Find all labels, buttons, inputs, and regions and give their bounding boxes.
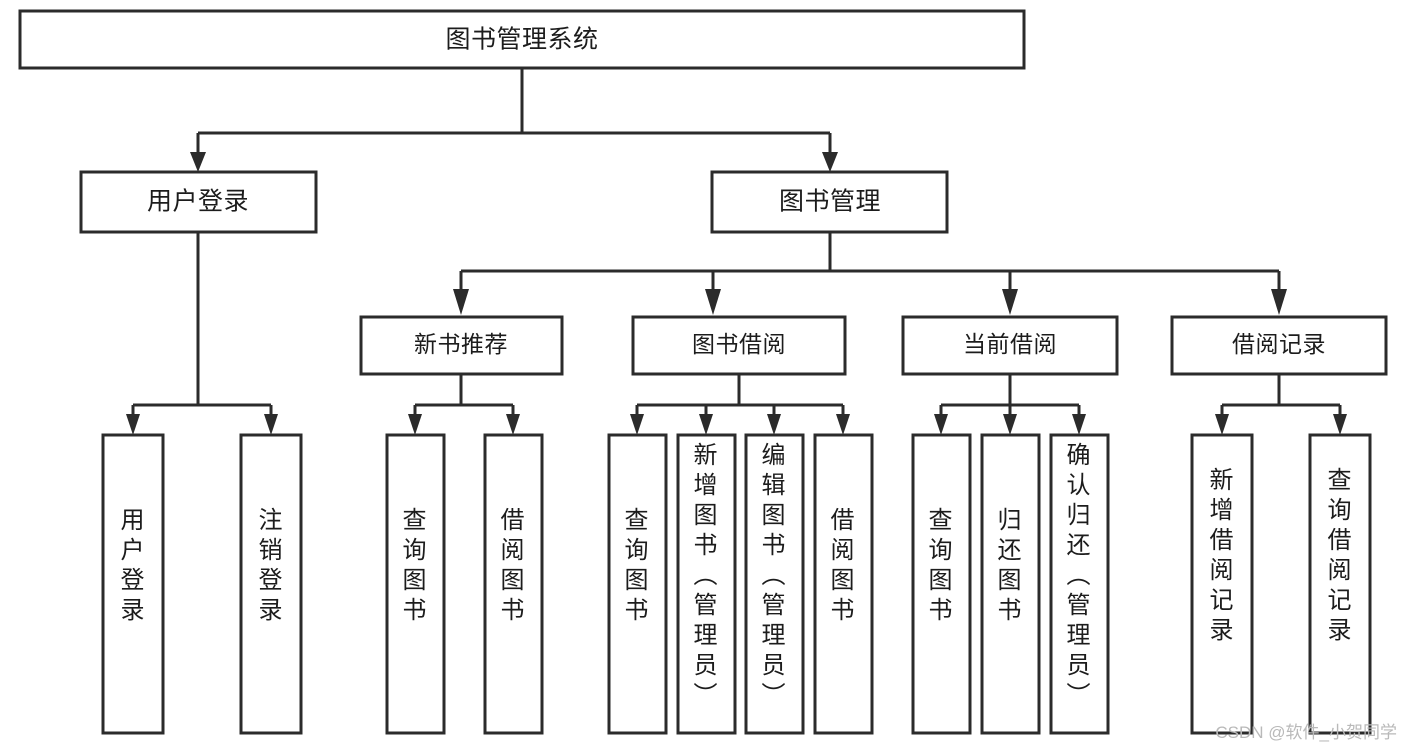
node-book-manage-label: 图书管理: [779, 188, 881, 216]
leaf-bb-borrow-book[interactable]: 借阅图书: [813, 433, 874, 735]
leaf-nb-query-book-label: 查询图书: [403, 507, 428, 624]
leaf-br-query-record-box: [1308, 433, 1372, 735]
edges-current-borrow-to-leaves: [934, 374, 1086, 435]
leaf-cb-return-book-label: 归还图书: [998, 507, 1023, 624]
leaf-bb-borrow-book-box: [813, 433, 874, 735]
leaf-bb-add-book[interactable]: 新增图书︵管理员︶: [676, 433, 737, 735]
arrowhead-book-manage: [822, 152, 838, 172]
node-borrow-record-box: [1170, 315, 1388, 376]
leaf-br-query-record[interactable]: 查询借阅记录: [1308, 433, 1372, 735]
leaf-cb-query-book[interactable]: 查询图书: [911, 433, 972, 735]
edges-book-borrow-to-leaves: [630, 374, 850, 435]
leaf-nb-query-book-box: [385, 433, 446, 735]
node-user-login[interactable]: 用户登录: [79, 170, 318, 234]
arrowhead-nb-leaf-2: [506, 414, 520, 435]
node-borrow-record[interactable]: 借阅记录: [1170, 315, 1388, 376]
node-book-borrow-label: 图书借阅: [692, 331, 786, 357]
node-user-login-label: 用户登录: [147, 188, 249, 216]
leaf-nb-borrow-book-label: 借阅图书: [501, 507, 526, 624]
arrowhead-cb-leaf-2: [1003, 414, 1017, 435]
leaf-bb-query-book[interactable]: 查询图书: [607, 433, 668, 735]
leaf-user-login-label: 用户登录: [121, 507, 146, 624]
edges-book-manage-to-level3: [453, 232, 1287, 315]
node-book-manage-box: [710, 170, 949, 234]
node-book-borrow-box: [631, 315, 847, 376]
arrowhead-br-leaf-2: [1333, 414, 1347, 435]
leaf-bb-edit-book[interactable]: 编辑图书︵管理员︶: [744, 433, 805, 735]
arrowhead-current-borrow: [1002, 289, 1018, 315]
arrowhead-bb-leaf-3: [767, 414, 781, 435]
leaf-bb-edit-book-box: [744, 433, 805, 735]
leaf-logout-label: 注销登录: [259, 507, 284, 624]
node-root-label: 图书管理系统: [445, 26, 598, 54]
leaf-bb-add-book-label: 新增图书︵管理员︶: [694, 442, 719, 709]
arrowhead-user-login: [190, 152, 206, 172]
arrowhead-nb-leaf-1: [408, 414, 422, 435]
leaf-cb-return-book-box: [980, 433, 1041, 735]
node-current-borrow[interactable]: 当前借阅: [901, 315, 1119, 376]
leaf-nb-query-book[interactable]: 查询图书: [385, 433, 446, 735]
leaf-bb-borrow-book-label: 借阅图书: [831, 507, 856, 624]
leaf-cb-confirm-return[interactable]: 确认归还︵管理员︶: [1049, 433, 1110, 735]
edges-new-book-to-leaves: [408, 374, 520, 435]
leaf-br-add-record-box: [1190, 433, 1254, 735]
leaf-cb-return-book[interactable]: 归还图书: [980, 433, 1041, 735]
leaf-nb-borrow-book-box: [483, 433, 544, 735]
leaf-bb-add-book-box: [676, 433, 737, 735]
arrowhead-bb-leaf-4: [836, 414, 850, 435]
node-book-manage[interactable]: 图书管理: [710, 170, 949, 234]
leaf-user-login[interactable]: 用户登录: [101, 433, 165, 735]
arrowhead-leaf-logout: [264, 414, 278, 435]
arrowhead-borrow-record: [1271, 289, 1287, 315]
arrowhead-cb-leaf-1: [934, 414, 948, 435]
leaf-br-add-record[interactable]: 新增借阅记录: [1190, 433, 1254, 735]
leaf-cb-query-book-box: [911, 433, 972, 735]
arrowhead-new-book: [453, 289, 469, 315]
leaf-br-add-record-label: 新增借阅记录: [1210, 467, 1235, 644]
node-borrow-record-label: 借阅记录: [1232, 331, 1326, 357]
leaf-user-login-box: [101, 433, 165, 735]
leaf-cb-query-book-label: 查询图书: [929, 507, 954, 624]
csdn-watermark: CSDN @软件_小贺同学: [1215, 723, 1397, 742]
node-new-book-recommend-box: [359, 315, 564, 376]
arrowhead-bb-leaf-1: [630, 414, 644, 435]
node-book-borrow[interactable]: 图书借阅: [631, 315, 847, 376]
arrowhead-book-borrow: [705, 289, 721, 315]
leaf-bb-query-book-box: [607, 433, 668, 735]
arrowhead-leaf-user-login: [126, 414, 140, 435]
node-root[interactable]: 图书管理系统: [18, 9, 1026, 70]
edges-borrow-record-to-leaves: [1215, 374, 1347, 435]
node-new-book-recommend-label: 新书推荐: [414, 331, 508, 357]
edges-user-login-to-leaves: [126, 232, 278, 435]
leaf-cb-confirm-return-label: 确认归还︵管理员︶: [1067, 442, 1092, 709]
leaf-logout-box: [239, 433, 303, 735]
node-new-book-recommend[interactable]: 新书推荐: [359, 315, 564, 376]
node-root-box: [18, 9, 1026, 70]
edges-root-to-level2: [190, 68, 838, 172]
leaf-bb-query-book-label: 查询图书: [625, 507, 650, 624]
leaf-br-query-record-label: 查询借阅记录: [1328, 467, 1353, 644]
leaf-logout[interactable]: 注销登录: [239, 433, 303, 735]
node-current-borrow-label: 当前借阅: [963, 331, 1057, 357]
leaf-nb-borrow-book[interactable]: 借阅图书: [483, 433, 544, 735]
node-current-borrow-box: [901, 315, 1119, 376]
arrowhead-cb-leaf-3: [1072, 414, 1086, 435]
leaf-bb-edit-book-label: 编辑图书︵管理员︶: [762, 442, 787, 709]
arrowhead-bb-leaf-2: [699, 414, 713, 435]
leaf-cb-confirm-return-box: [1049, 433, 1110, 735]
arrowhead-br-leaf-1: [1215, 414, 1229, 435]
